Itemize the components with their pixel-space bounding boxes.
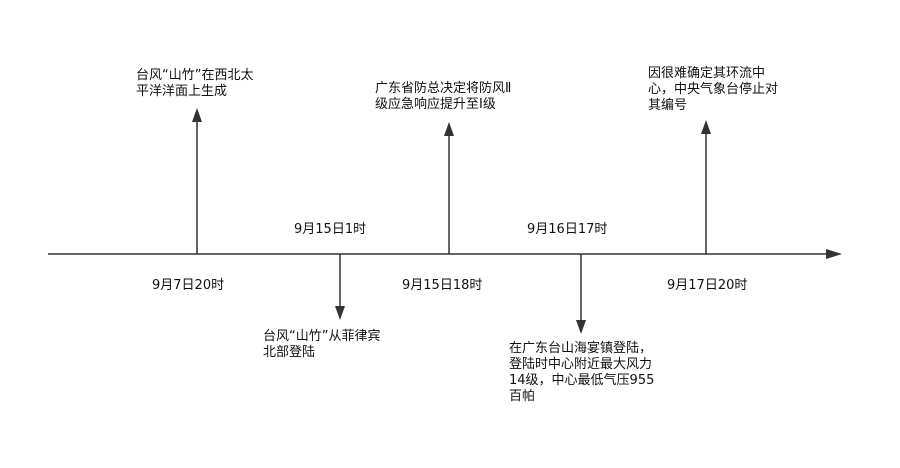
timeline-axis-arrowhead	[826, 249, 842, 259]
event-date-2: 9月15日1时	[294, 222, 367, 237]
event-text-1: 台风“山竹”在西北太 平洋洋面上生成	[136, 68, 254, 99]
event-text-5: 因很难确定其环流中 心，中央气象台停止对 其编号	[648, 66, 779, 113]
event-arrowhead-up-1	[192, 108, 202, 122]
event-date-1: 9月7日20时	[152, 278, 225, 293]
event-arrowhead-up-3	[444, 122, 454, 136]
event-text-2: 台风“山竹”从菲律宾 北部登陆	[263, 329, 381, 360]
event-date-4: 9月16日17时	[527, 222, 608, 237]
event-text-3: 广东省防总决定将防风Ⅱ 级应急响应提升至Ⅰ级	[375, 81, 512, 112]
event-arrowhead-down-2	[335, 306, 345, 320]
event-date-5: 9月17日20时	[667, 278, 748, 293]
event-text-4: 在广东台山海宴镇登陆， 登陆时中心附近最大风力 14级，中心最低气压955 百帕	[509, 341, 655, 404]
event-arrowhead-up-5	[701, 120, 711, 134]
event-arrowhead-down-4	[576, 320, 586, 334]
event-date-3: 9月15日18时	[402, 278, 483, 293]
